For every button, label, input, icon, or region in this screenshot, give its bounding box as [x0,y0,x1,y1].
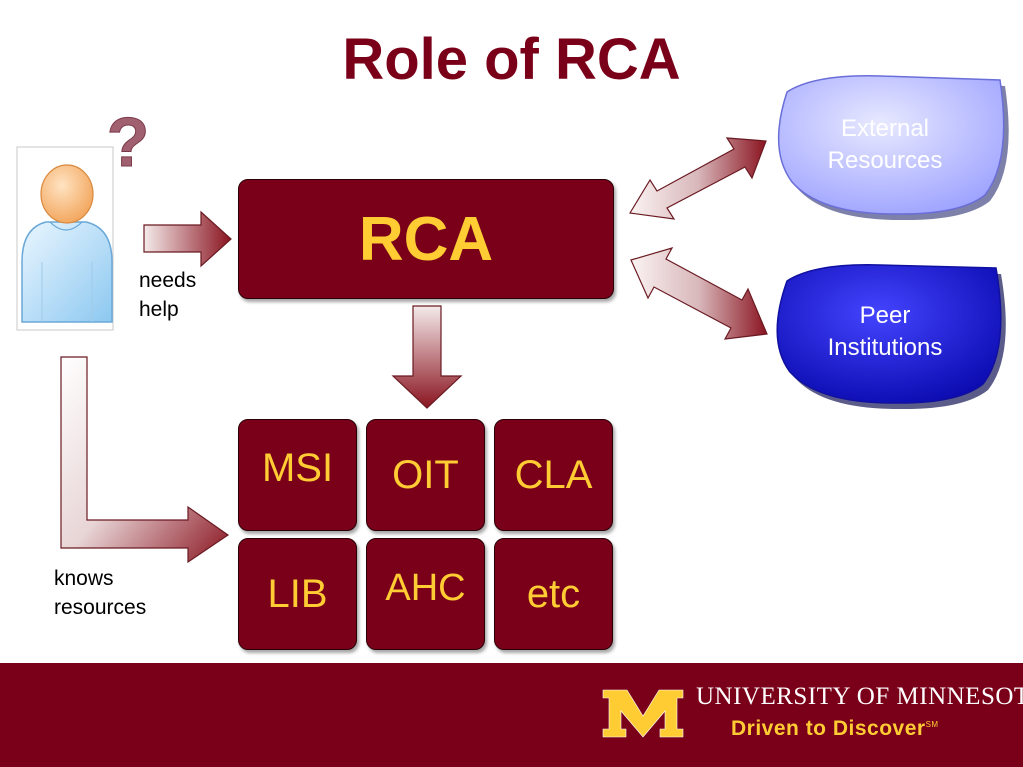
external-resources-label: External Resources [790,113,980,177]
service-mark: SM [925,720,939,729]
external-resources-line-1: External [840,115,930,142]
unit-label-msi: MSI [261,446,334,490]
rca-box: RCA [238,179,614,299]
peer-institutions-double-arrow [630,247,768,340]
knows-resources-line-2: resources [54,596,147,619]
unit-label-lib: LIB [267,571,328,616]
svg-text:?: ? [107,103,150,181]
rca-down-arrow [391,305,463,409]
person-icon [16,146,114,331]
university-tagline: Driven to DiscoverSM [731,717,939,741]
external-resources-double-arrow [629,137,767,220]
tagline-text: Driven to Discover [731,717,926,740]
unit-label-ahc: AHC [385,567,466,609]
needs-help-line-1: needs [139,269,197,292]
knows-resources-line-1: knows [54,567,114,590]
university-name: UNIVERSITY OF MINNESOTA [696,683,1023,710]
unit-box-msi: MSI [238,419,357,531]
knows-resources-arrow [60,356,230,564]
unit-label-etc: etc [526,571,581,616]
peer-institutions-line-2: Institutions [827,334,943,361]
unit-box-ahc: AHC [366,538,485,650]
needs-help-arrow [143,210,232,268]
needs-help-label: needs help [139,266,196,324]
slide-title: Role of RCA [342,27,681,92]
unit-box-etc: etc [494,538,613,650]
question-mark-icon: ? [106,103,150,182]
unit-box-lib: LIB [238,538,357,650]
unit-box-cla: CLA [494,419,613,531]
peer-institutions-shape [776,264,1006,410]
needs-help-line-2: help [139,298,179,321]
peer-institutions-label: Peer Institutions [790,300,980,364]
external-resources-shape [777,75,1009,221]
unit-label-oit: OIT [392,452,459,497]
external-resources-line-2: Resources [827,147,943,174]
knows-resources-label: knows resources [54,564,146,622]
unit-box-oit: OIT [366,419,485,531]
footer-bar [0,663,1023,767]
unit-label-cla: CLA [514,452,593,497]
peer-institutions-line-1: Peer [859,302,911,329]
